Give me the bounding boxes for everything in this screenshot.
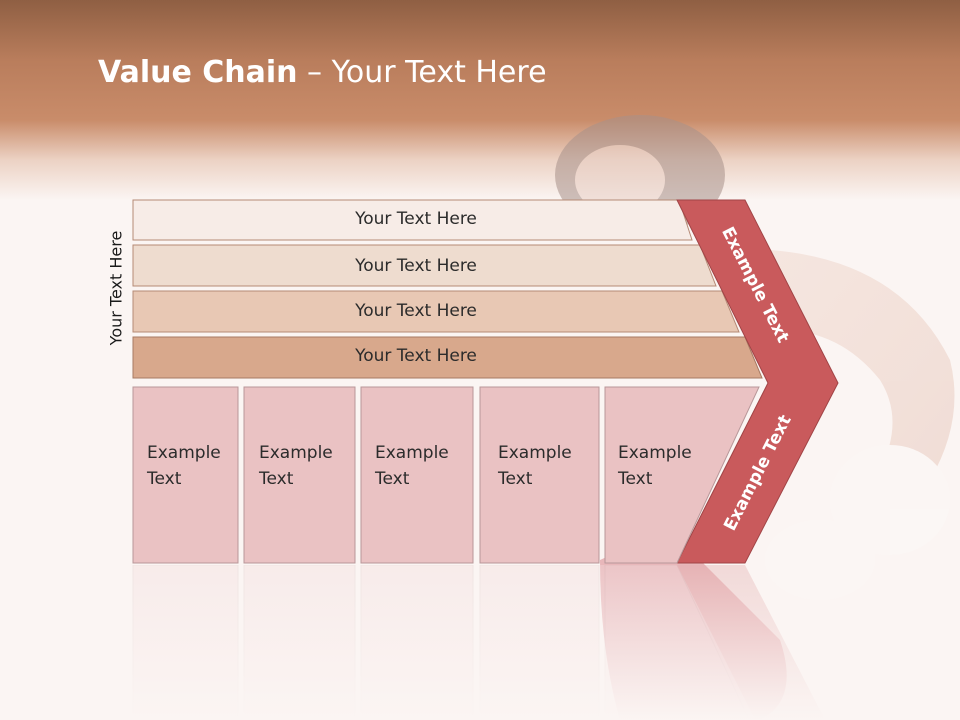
title-rest: – Your Text Here	[297, 55, 547, 90]
card-4	[479, 386, 600, 564]
row-4-bar	[132, 336, 763, 379]
card-3-line2: Text	[375, 469, 410, 489]
card-2	[243, 386, 356, 564]
row-2-bar	[132, 244, 717, 287]
card-5-text: Example Text	[618, 440, 714, 492]
row-3-label: Your Text Here	[355, 301, 477, 321]
card-4-line1: Example	[498, 443, 572, 463]
card-5-line2: Text	[618, 469, 653, 489]
row-1-bar	[132, 199, 693, 241]
row-3-bar	[132, 290, 740, 333]
row-2-label: Your Text Here	[355, 256, 477, 276]
card-3-text: Example Text	[375, 440, 471, 492]
card-1-line2: Text	[147, 469, 182, 489]
card-3-line1: Example	[375, 443, 449, 463]
card-2-line1: Example	[259, 443, 333, 463]
row-1-label: Your Text Here	[355, 209, 477, 229]
title-bold: Value Chain	[98, 55, 298, 90]
card-5-line1: Example	[618, 443, 692, 463]
card-4-text: Example Text	[498, 440, 594, 492]
header-band	[0, 0, 960, 200]
card-3	[360, 386, 474, 564]
card-1-line1: Example	[147, 443, 221, 463]
card-1	[132, 386, 239, 564]
card-2-text: Example Text	[259, 440, 355, 492]
card-5	[604, 386, 760, 564]
card-2-line2: Text	[259, 469, 294, 489]
reflection-fade	[0, 565, 960, 720]
row-4-label: Your Text Here	[355, 346, 477, 366]
card-1-text: Example Text	[147, 440, 243, 492]
card-4-line2: Text	[498, 469, 533, 489]
chevron-arrow	[676, 199, 839, 564]
slide-title: Value Chain – Your Text Here	[98, 55, 547, 90]
